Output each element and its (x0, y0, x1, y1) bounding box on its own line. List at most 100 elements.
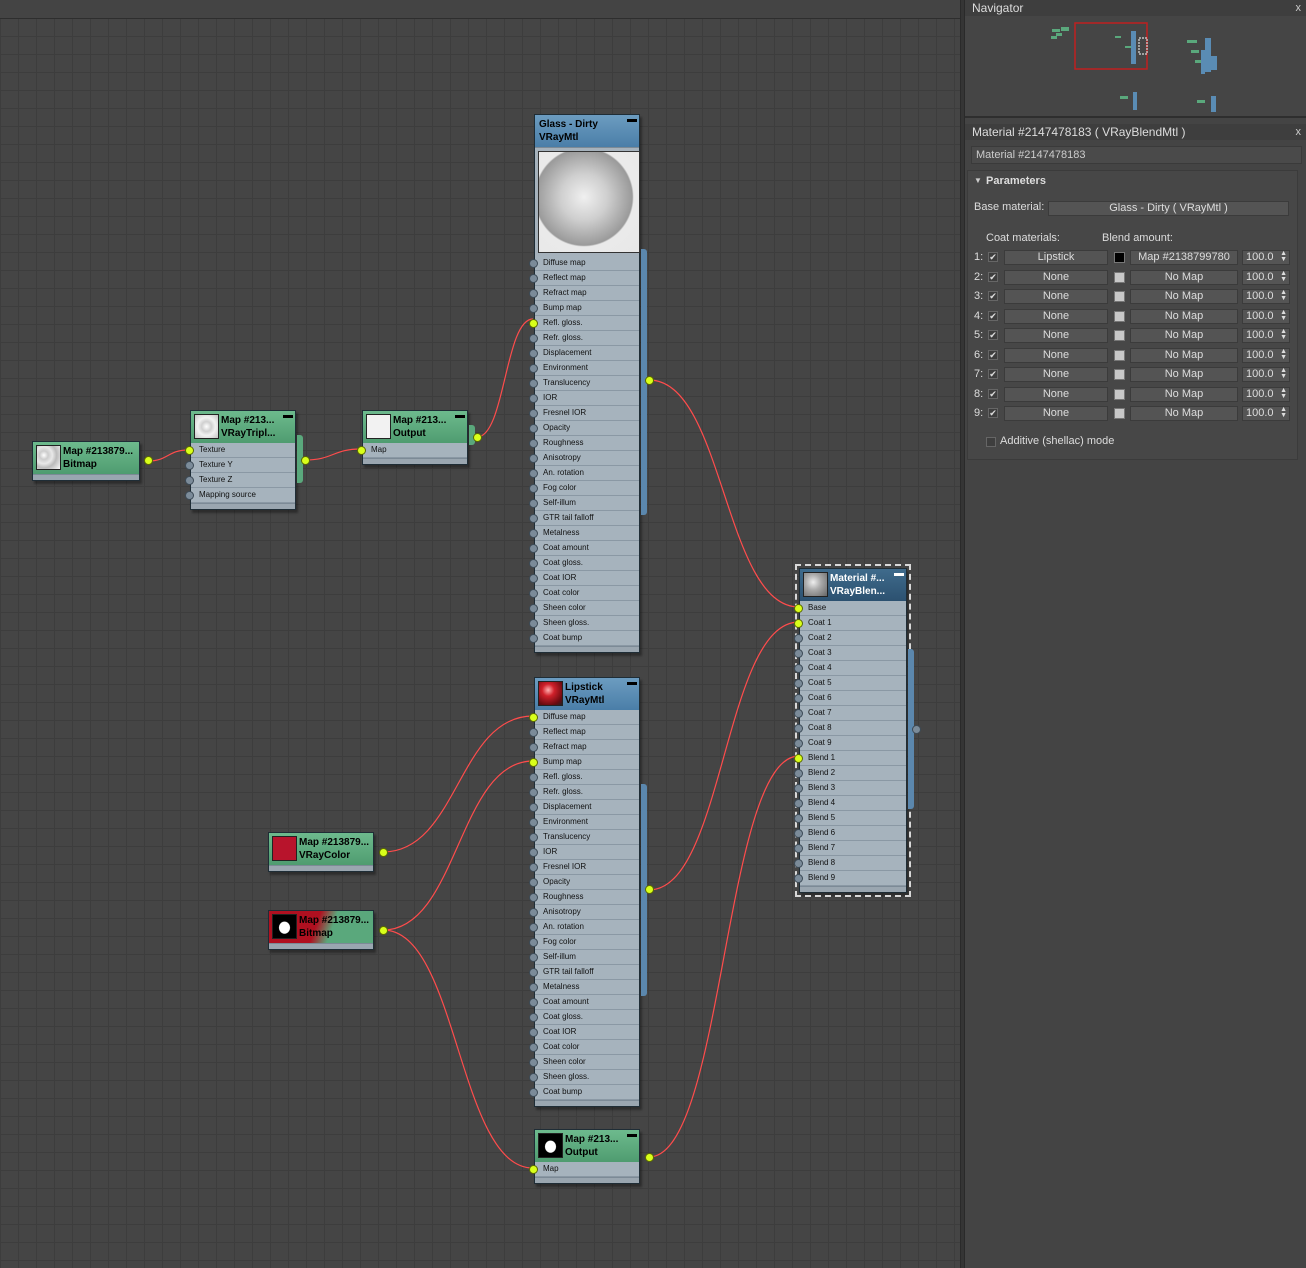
coat-material-button[interactable]: None (1004, 367, 1108, 382)
input-socket[interactable] (185, 476, 194, 485)
slot-row[interactable]: Opacity (529, 875, 639, 890)
slot-row[interactable]: Coat 2 (794, 631, 906, 646)
slot-row[interactable]: Coat 1 (794, 616, 906, 631)
coat-enabled-checkbox[interactable]: ✔ (988, 271, 998, 282)
slot-row[interactable]: Anisotropy (529, 451, 639, 466)
slot-row[interactable]: Self-illum (529, 496, 639, 511)
input-socket[interactable] (529, 499, 538, 508)
blend-amount-spinner[interactable]: 100.0▲▼ (1242, 367, 1290, 382)
input-socket[interactable] (529, 409, 538, 418)
slot-mapping-source[interactable]: Mapping source (185, 488, 295, 503)
slot-row[interactable]: Coat IOR (529, 1025, 639, 1040)
output-socket[interactable] (301, 456, 310, 465)
input-socket[interactable] (529, 998, 538, 1007)
slot-row[interactable]: Reflect map (529, 725, 639, 740)
output-socket[interactable] (379, 848, 388, 857)
input-socket[interactable] (529, 334, 538, 343)
slot-row[interactable]: Blend 7 (794, 841, 906, 856)
input-socket[interactable] (529, 304, 538, 313)
coat-enabled-checkbox[interactable]: ✔ (988, 330, 998, 340)
blend-map-button[interactable]: No Map (1130, 328, 1238, 343)
spinner-arrows-icon[interactable]: ▲▼ (1280, 328, 1287, 341)
slot-row[interactable]: Base (794, 601, 906, 616)
input-socket[interactable] (529, 863, 538, 872)
input-socket[interactable] (529, 319, 538, 328)
input-socket[interactable] (185, 461, 194, 470)
input-socket[interactable] (529, 728, 538, 737)
blend-amount-spinner[interactable]: 100.0▲▼ (1242, 347, 1290, 363)
slot-row[interactable]: Coat gloss. (529, 556, 639, 571)
minimize-icon[interactable]: ▬ (627, 1129, 637, 1140)
input-socket[interactable] (529, 878, 538, 887)
slot-row[interactable]: Coat amount (529, 995, 639, 1010)
input-socket[interactable] (529, 574, 538, 583)
slot-row[interactable]: Fresnel IOR (529, 860, 639, 875)
input-socket[interactable] (794, 679, 803, 688)
slot-row[interactable]: Bump map (529, 755, 639, 770)
slot-row[interactable]: Displacement (529, 800, 639, 815)
input-socket[interactable] (529, 364, 538, 373)
slot-row[interactable]: An. rotation (529, 920, 639, 935)
output-socket[interactable] (645, 1153, 654, 1162)
input-socket[interactable] (529, 484, 538, 493)
slot-row[interactable]: Translucency (529, 830, 639, 845)
slot-texture-z[interactable]: Texture Z (185, 473, 295, 488)
close-icon[interactable]: x (1295, 126, 1302, 138)
output-socket[interactable] (379, 926, 388, 935)
input-socket[interactable] (529, 818, 538, 827)
slot-row[interactable]: Blend 1 (794, 751, 906, 766)
input-socket[interactable] (794, 769, 803, 778)
coat-enabled-checkbox[interactable]: ✔ (988, 369, 998, 379)
input-socket[interactable] (529, 758, 538, 767)
input-socket[interactable] (529, 289, 538, 298)
coat-material-button[interactable]: None (1004, 289, 1108, 304)
slot-row[interactable]: Opacity (529, 421, 639, 436)
slot-row[interactable]: Fresnel IOR (529, 406, 639, 421)
output-socket[interactable] (912, 725, 921, 734)
input-socket[interactable] (529, 454, 538, 463)
input-socket[interactable] (529, 743, 538, 752)
input-socket[interactable] (357, 446, 366, 455)
input-socket[interactable] (794, 754, 803, 763)
rollout-header[interactable]: ▼ Parameters (968, 171, 1297, 191)
output-socket[interactable] (645, 885, 654, 894)
slot-row[interactable]: Blend 2 (794, 766, 906, 781)
input-socket[interactable] (529, 259, 538, 268)
coat-color-swatch[interactable] (1114, 388, 1125, 400)
slot-row[interactable]: Coat bump (529, 631, 639, 646)
spinner-arrows-icon[interactable]: ▲▼ (1280, 289, 1287, 302)
panel-divider[interactable] (960, 0, 965, 1268)
blend-amount-spinner[interactable]: 100.0▲▼ (1242, 406, 1290, 421)
slot-row[interactable]: Diffuse map (529, 256, 639, 271)
coat-material-button[interactable]: None (1004, 347, 1108, 363)
slot-row[interactable]: Coat 6 (794, 691, 906, 706)
close-icon[interactable]: x (1295, 2, 1302, 14)
coat-enabled-checkbox[interactable]: ✔ (988, 408, 998, 418)
input-socket[interactable] (529, 379, 538, 388)
slot-row[interactable]: Coat 5 (794, 676, 906, 691)
coat-color-swatch[interactable] (1114, 252, 1125, 263)
slot-row[interactable]: Sheen color (529, 601, 639, 616)
input-socket[interactable] (529, 604, 538, 613)
input-socket[interactable] (529, 923, 538, 932)
slot-row[interactable]: Sheen gloss. (529, 616, 639, 631)
slot-row[interactable]: Coat gloss. (529, 1010, 639, 1025)
input-socket[interactable] (529, 908, 538, 917)
blend-amount-spinner[interactable]: 100.0▲▼ (1242, 386, 1290, 402)
input-socket[interactable] (529, 1028, 538, 1037)
input-socket[interactable] (529, 439, 538, 448)
spinner-arrows-icon[interactable]: ▲▼ (1280, 347, 1287, 361)
node-triplanar[interactable]: Map #213... VRayTripl... ▬ Texture Textu… (185, 410, 310, 510)
slot-row[interactable]: Metalness (529, 980, 639, 995)
spinner-arrows-icon[interactable]: ▲▼ (1280, 308, 1287, 322)
input-socket[interactable] (529, 1073, 538, 1082)
blend-amount-spinner[interactable]: 100.0▲▼ (1242, 289, 1290, 304)
slot-row[interactable]: Translucency (529, 376, 639, 391)
input-socket[interactable] (529, 589, 538, 598)
slot-row[interactable]: An. rotation (529, 466, 639, 481)
input-socket[interactable] (794, 634, 803, 643)
minimize-icon[interactable]: ▬ (627, 114, 637, 125)
node-bitmap-1[interactable]: Map #213879... Bitmap (32, 441, 153, 481)
minimize-icon[interactable]: ▬ (627, 677, 637, 688)
slot-row[interactable]: Fog color (529, 935, 639, 950)
